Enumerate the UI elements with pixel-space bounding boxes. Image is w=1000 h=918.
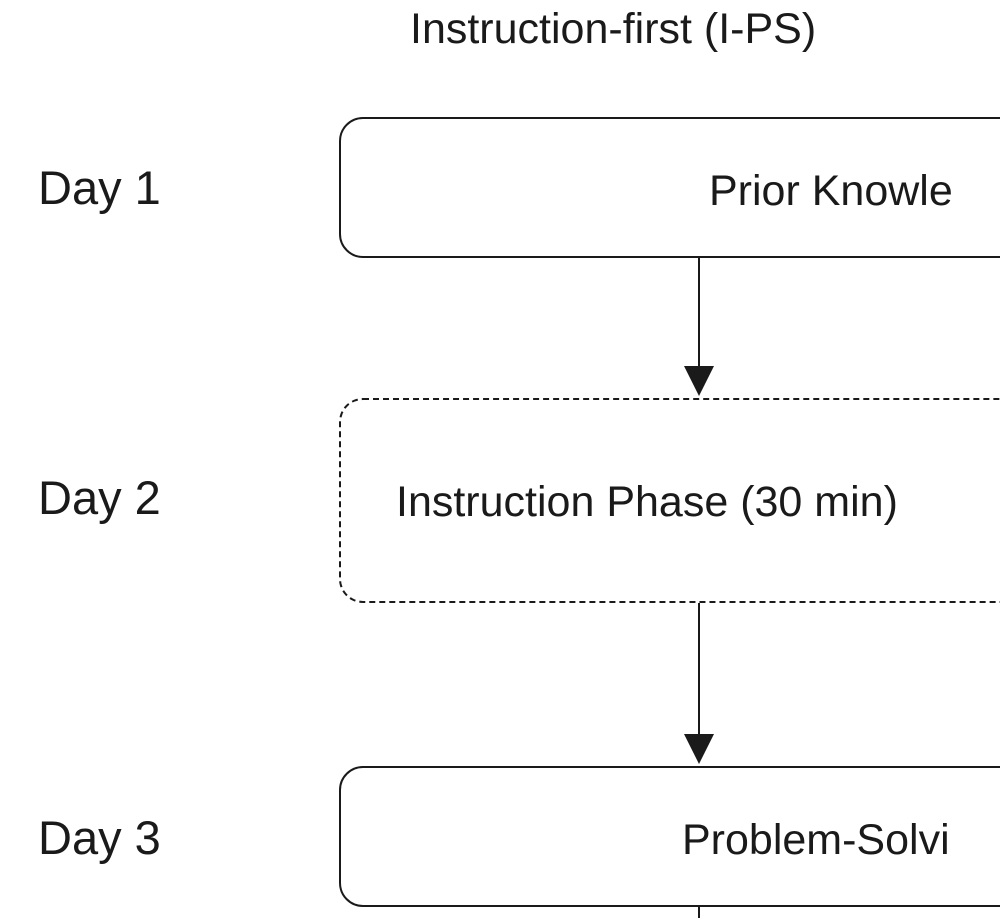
instruction-phase-text: Instruction Phase (30 min) [396,478,898,526]
instruction-phase-box: Instruction Phase (30 min) [339,398,1000,603]
prior-knowledge-box: Prior Knowle [339,117,1000,258]
problem-solving-box: Problem-Solvi [339,766,1000,907]
day-2-label: Day 2 [38,471,161,524]
problem-solving-text: Problem-Solvi [682,816,950,864]
arrow-day1-to-day2 [684,258,714,396]
diagram-title: Instruction-first (I-PS) [410,5,817,53]
prior-knowledge-text: Prior Knowle [709,167,953,215]
arrow-day2-to-day3 [684,603,714,764]
day-3-label: Day 3 [38,811,161,864]
day-1-label: Day 1 [38,161,161,214]
